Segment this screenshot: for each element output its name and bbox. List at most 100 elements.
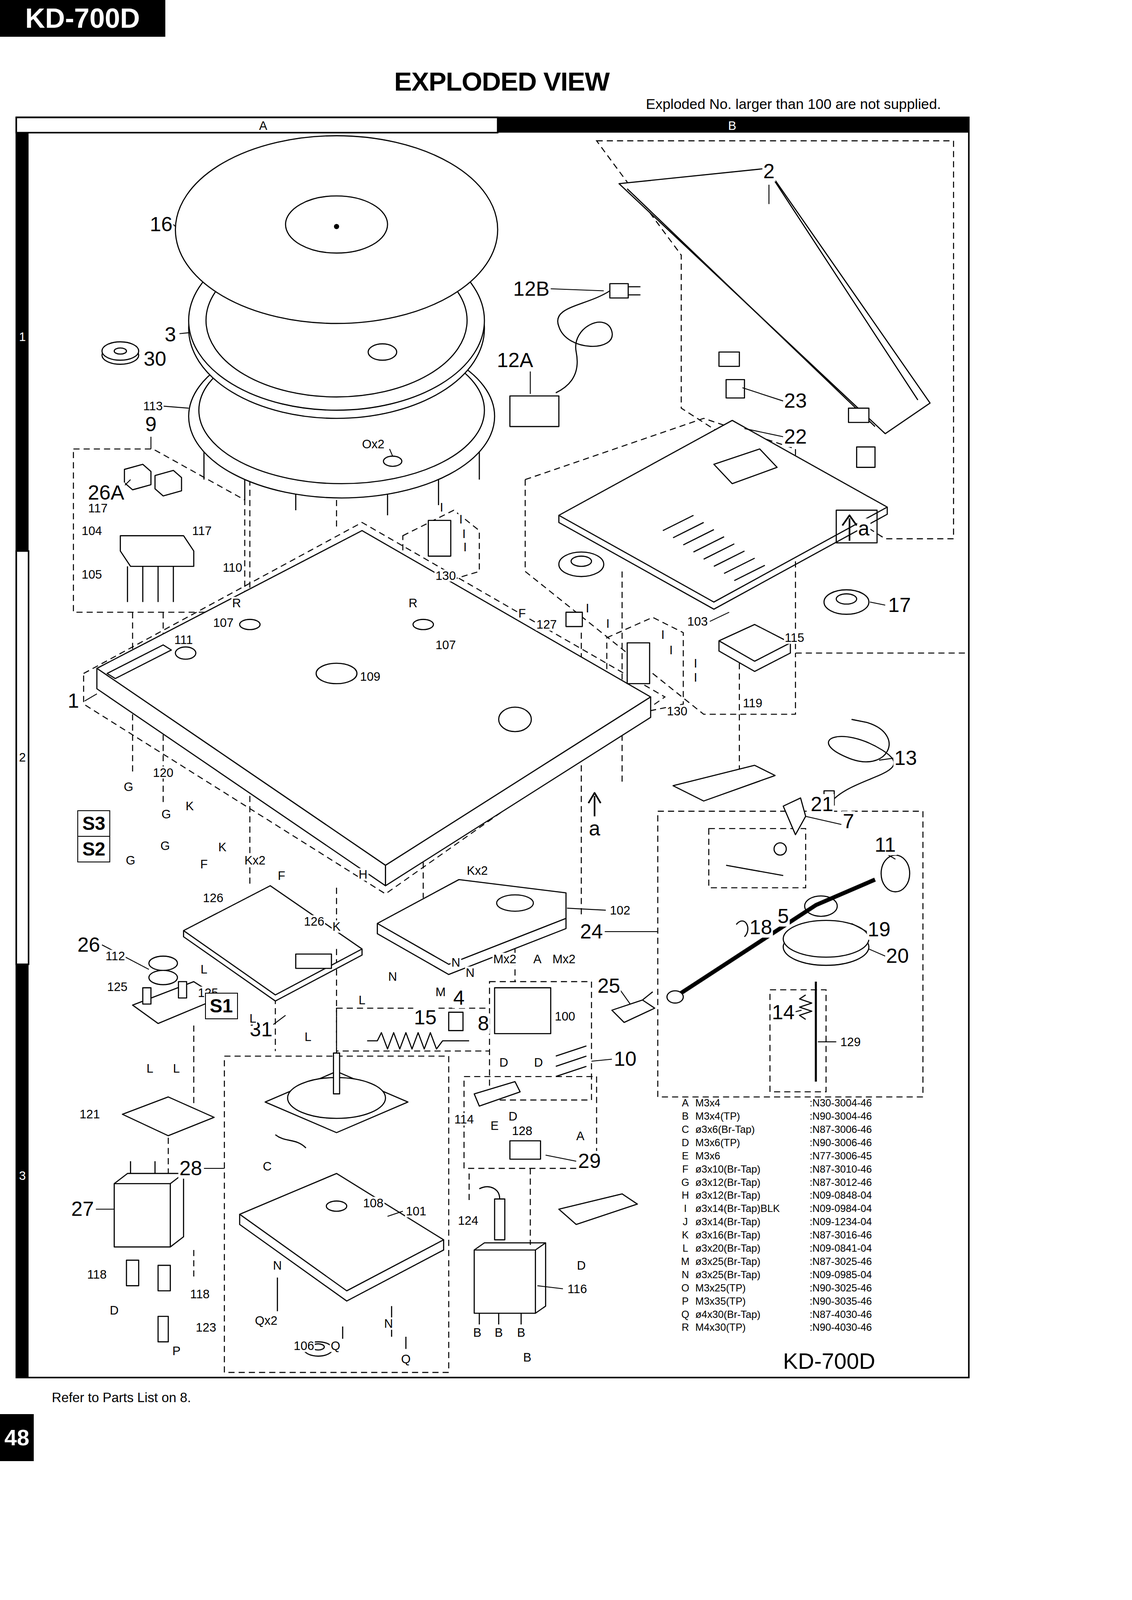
callout-number: 20	[885, 945, 910, 966]
switch-knob	[124, 463, 151, 490]
table-cell: Q	[680, 1308, 691, 1320]
group-outline	[463, 1076, 597, 1168]
page-title: EXPLODED VIEW	[394, 68, 610, 95]
side-bar	[16, 132, 29, 551]
group-outline	[657, 810, 924, 1097]
plunger	[494, 1198, 505, 1240]
table-cell: :N09-0841-04	[808, 1242, 873, 1253]
mat	[175, 135, 498, 324]
callout-number: N	[464, 965, 476, 979]
callout-number: 13	[893, 747, 918, 769]
node-text: KD-700D	[25, 4, 141, 33]
transformer-edge	[114, 1160, 184, 1247]
table-cell: J	[681, 1216, 689, 1227]
plinth-side	[385, 696, 651, 886]
adapter	[102, 341, 139, 361]
contact-comb	[555, 1045, 587, 1077]
table-cell: :N09-0848-04	[808, 1190, 873, 1201]
table-cell: M3x6(TP)	[694, 1137, 742, 1148]
hinge	[856, 446, 875, 468]
plate	[122, 1096, 215, 1136]
callout-number: a	[857, 518, 871, 539]
cueing-rod	[726, 865, 784, 876]
callout-number: 28	[178, 1157, 203, 1179]
callout-number: 115	[783, 631, 806, 644]
node-text: 48	[4, 1425, 30, 1449]
callout-number: 26A	[87, 482, 126, 503]
callout-number: 123	[194, 1320, 218, 1334]
callout-number: K	[217, 840, 228, 854]
callout-number: I	[668, 643, 674, 657]
callout-number: I	[461, 527, 467, 540]
callout-number: 4	[452, 987, 466, 1008]
bracket	[566, 612, 583, 627]
switch-box: S1	[205, 992, 238, 1019]
table-cell: E	[680, 1150, 690, 1161]
switch-pins	[127, 566, 174, 602]
callout-number: D	[507, 1109, 519, 1123]
plinth-hole	[498, 706, 531, 732]
callout-number: 22	[783, 426, 808, 447]
counterweight	[881, 854, 910, 892]
sub-plate	[377, 879, 566, 964]
callout-number: D	[533, 1055, 544, 1068]
adapter-hole	[114, 347, 127, 354]
table-cell: ø3x12(Br-Tap)	[694, 1190, 762, 1201]
callout-number: N	[383, 1316, 394, 1330]
table-cell: :N30-3004-46	[808, 1097, 873, 1108]
table-cell: K	[680, 1229, 690, 1240]
callout-number: I	[692, 671, 698, 684]
box-cover	[718, 624, 791, 672]
headshell	[611, 991, 655, 1023]
up-arrow	[588, 515, 857, 816]
callout-number: D	[108, 1303, 120, 1317]
callout-number: D	[498, 1055, 510, 1068]
plinth-top	[96, 530, 651, 866]
table-cell: M4x30(TP)	[694, 1321, 747, 1332]
table-cell: B	[680, 1110, 690, 1121]
callout-number: 125	[106, 980, 129, 993]
callout-number: 15	[413, 1006, 438, 1028]
power-cord	[555, 290, 613, 393]
long-screw	[815, 981, 818, 1082]
table-cell: :N90-3035-46	[808, 1295, 873, 1306]
callout-number: 16	[149, 214, 174, 235]
plug	[609, 283, 629, 298]
callout-number: 128	[510, 1123, 534, 1137]
bracket	[428, 520, 452, 557]
table-cell: F	[681, 1163, 690, 1174]
connector	[295, 953, 332, 968]
plug-prong	[628, 286, 641, 295]
table-cell: I	[683, 1202, 688, 1214]
screw	[277, 1276, 406, 1349]
table-cell: :N90-3004-46	[808, 1110, 873, 1121]
callout-number: C	[261, 1159, 273, 1173]
transformer	[114, 1183, 171, 1247]
node-text: S1	[209, 996, 233, 1015]
callout-number: 110	[221, 560, 244, 574]
group-outline	[224, 1055, 449, 1372]
callout-number: 103	[686, 615, 709, 628]
callout-number: 21	[809, 793, 835, 815]
callout-number: 114	[453, 1112, 475, 1126]
callout-number: Mx2	[551, 952, 577, 965]
hinge	[718, 351, 740, 367]
table-cell: ø3x20(Br-Tap)	[694, 1242, 762, 1253]
block	[510, 1140, 541, 1159]
callout-number: 106	[293, 1339, 316, 1352]
note: Exploded No. larger than 100 are not sup…	[645, 96, 942, 112]
callout-number: G	[123, 780, 135, 793]
solenoid	[474, 1249, 536, 1313]
callout-number: 18	[748, 917, 773, 938]
table-cell: N	[680, 1269, 690, 1280]
table-cell: :N87-3006-46	[808, 1123, 873, 1135]
callout-number: 5	[776, 905, 790, 927]
node-text: S2	[82, 839, 106, 859]
callout-number: a	[588, 818, 602, 839]
callout-number: 11	[873, 834, 897, 855]
callout-number: Q	[329, 1339, 341, 1352]
callout-number: B	[493, 1325, 504, 1339]
dust-cover	[618, 168, 930, 434]
motor-bracket	[239, 1173, 444, 1291]
callout-number: 111	[173, 633, 194, 646]
